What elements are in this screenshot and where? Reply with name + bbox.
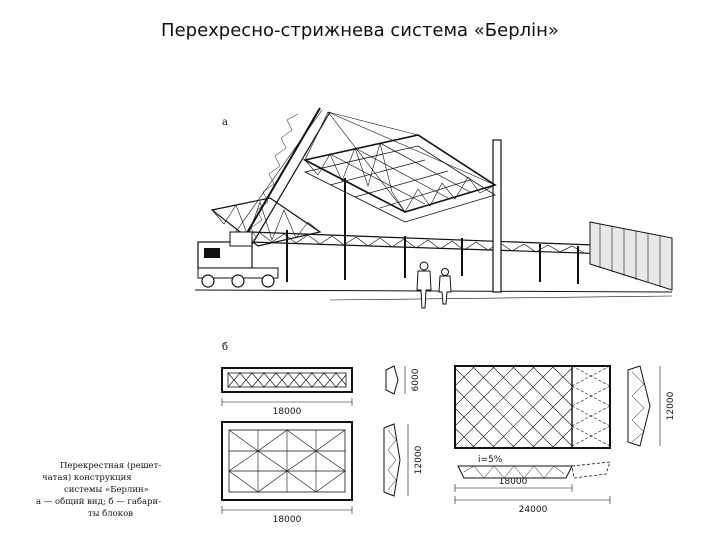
dim-p2-width: 18000 bbox=[273, 515, 302, 525]
columns bbox=[286, 178, 579, 284]
tall-mast bbox=[492, 139, 502, 293]
people bbox=[416, 261, 452, 309]
dim-p3-depth: 12000 bbox=[666, 391, 676, 420]
slide-title: Перехресно-стрижнева система «Берлін» bbox=[161, 20, 559, 41]
figure-label-b: б bbox=[222, 342, 228, 353]
ground-line bbox=[194, 289, 673, 293]
dim-p3-inner: 18000 bbox=[499, 477, 528, 487]
dim-p1-depth: 6000 bbox=[411, 368, 421, 391]
plan-24x12: 12000 i=5% 18000 24000 bbox=[454, 365, 676, 515]
lifting-cables bbox=[304, 111, 496, 213]
hall-wall bbox=[589, 221, 673, 291]
caption-line-1: Перекрестная (решет- bbox=[60, 460, 161, 471]
plan-18x6: 18000 6000 bbox=[221, 365, 421, 417]
dim-p1-width: 18000 bbox=[273, 407, 302, 417]
perspective-view: а bbox=[194, 107, 673, 309]
caption-line-4: а — общий вид; б — габари- bbox=[36, 496, 161, 507]
block-plans: б 18000 6000 bbox=[36, 342, 676, 525]
figure-caption: Перекрестная (решет- чатая) конструкция … bbox=[36, 460, 161, 519]
slope-label: i=5% bbox=[478, 455, 503, 465]
plan-18x12: 18000 12000 bbox=[221, 421, 424, 525]
crane bbox=[197, 107, 331, 288]
figure-label-a: а bbox=[222, 117, 228, 128]
road-line bbox=[329, 295, 673, 301]
caption-line-2: чатая) конструкция bbox=[42, 472, 132, 483]
front-roof-section bbox=[210, 197, 322, 247]
caption-line-5: ты блоков bbox=[88, 508, 133, 519]
lifted-roof-block bbox=[302, 134, 497, 223]
caption-line-3: системы «Берлин» bbox=[64, 485, 149, 495]
dim-p3-width: 24000 bbox=[519, 505, 548, 515]
dim-p2-depth: 12000 bbox=[414, 445, 424, 474]
